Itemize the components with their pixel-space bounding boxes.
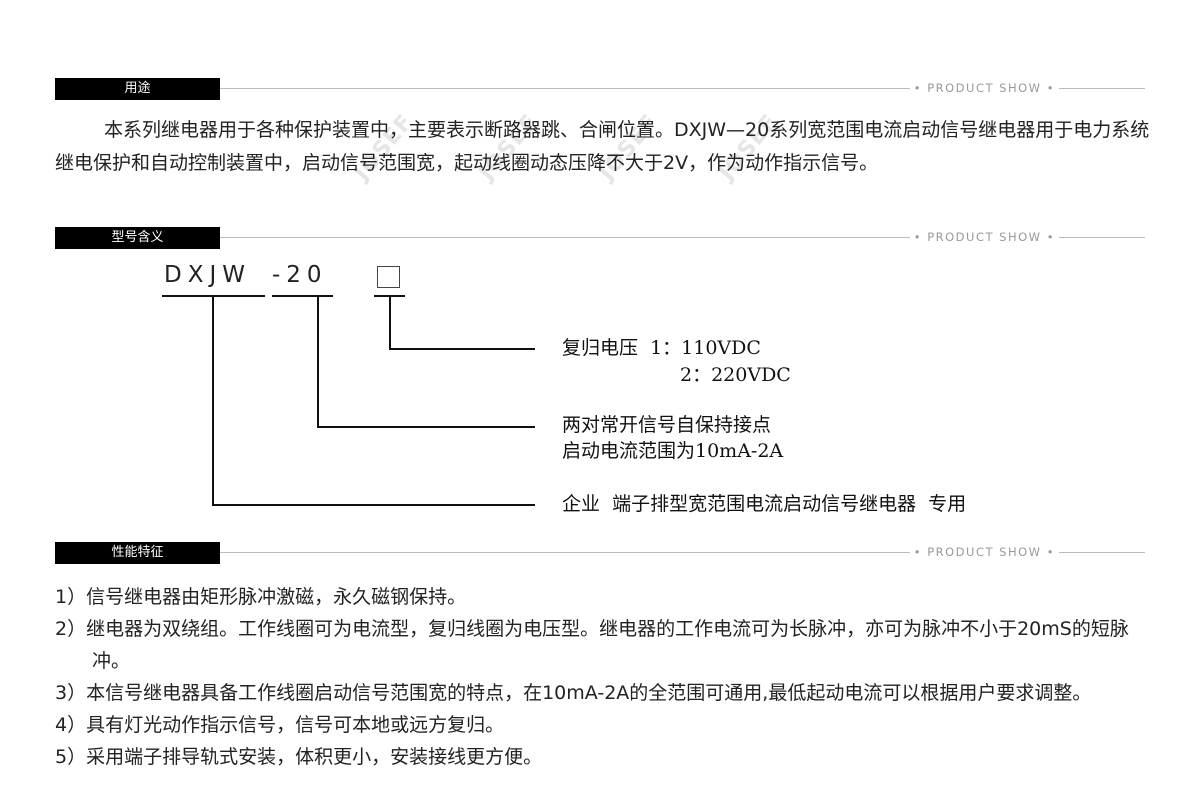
leader-line <box>212 296 214 506</box>
enterprise-label: 企业 端子排型宽范围电流启动信号继电器 专用 <box>562 493 967 515</box>
leader-line <box>389 296 391 350</box>
leader-line <box>389 348 535 350</box>
features-list: 1）信号继电器由矩形脉冲激磁，永久磁钢保持。 2）继电器为双绕组。工作线圈可为电… <box>55 581 1155 773</box>
list-item: 5）采用端子排导轨式安装，体积更小，安装接线更方便。 <box>55 746 543 768</box>
divider <box>220 237 1145 238</box>
reset-voltage-label-2: 2：220VDC <box>680 364 791 386</box>
model-code-suffix: -20 <box>272 262 328 288</box>
product-show-text: PRODUCT SHOW <box>927 230 1042 244</box>
divider <box>220 552 1145 553</box>
product-show-text: PRODUCT SHOW <box>927 545 1042 559</box>
divider <box>220 88 1145 89</box>
model-code-prefix: DXJW <box>164 262 251 288</box>
product-show-label: • PRODUCT SHOW • <box>909 230 1059 244</box>
list-item: 4）具有灯光动作指示信号，信号可本地或远方复归。 <box>55 714 505 736</box>
product-show-text: PRODUCT SHOW <box>927 81 1042 95</box>
product-show-label: • PRODUCT SHOW • <box>909 545 1059 559</box>
section-header-features: 性能特征 • PRODUCT SHOW • <box>55 542 1145 564</box>
product-show-label: • PRODUCT SHOW • <box>909 81 1059 95</box>
section-title: 用途 <box>55 78 220 100</box>
list-item: 1）信号继电器由矩形脉冲激磁，永久磁钢保持。 <box>55 586 467 608</box>
model-option-box <box>377 266 400 288</box>
underline <box>272 295 333 297</box>
leader-line <box>317 426 535 428</box>
range-label: 启动电流范围为10mA-2A <box>562 440 784 462</box>
section-title: 性能特征 <box>55 542 220 564</box>
reset-voltage-label: 复归电压 1：110VDC <box>562 337 761 359</box>
contacts-label: 两对常开信号自保持接点 <box>562 414 772 436</box>
section-header-usage: 用途 • PRODUCT SHOW • <box>55 78 1145 100</box>
leader-line <box>212 504 535 506</box>
section-title: 型号含义 <box>55 227 220 249</box>
leader-line <box>317 296 319 428</box>
list-item: 2）继电器为双绕组。工作线圈可为电流型，复归线圈为电压型。继电器的工作电流可为长… <box>55 618 1129 672</box>
section-header-model: 型号含义 • PRODUCT SHOW • <box>55 227 1145 249</box>
list-item: 3）本信号继电器具备工作线圈启动信号范围宽的特点，在10mA-2A的全范围可通用… <box>55 682 1092 704</box>
usage-paragraph: 本系列继电器用于各种保护装置中，主要表示断路器跳、合闸位置。DXJW—20系列宽… <box>55 119 1150 174</box>
